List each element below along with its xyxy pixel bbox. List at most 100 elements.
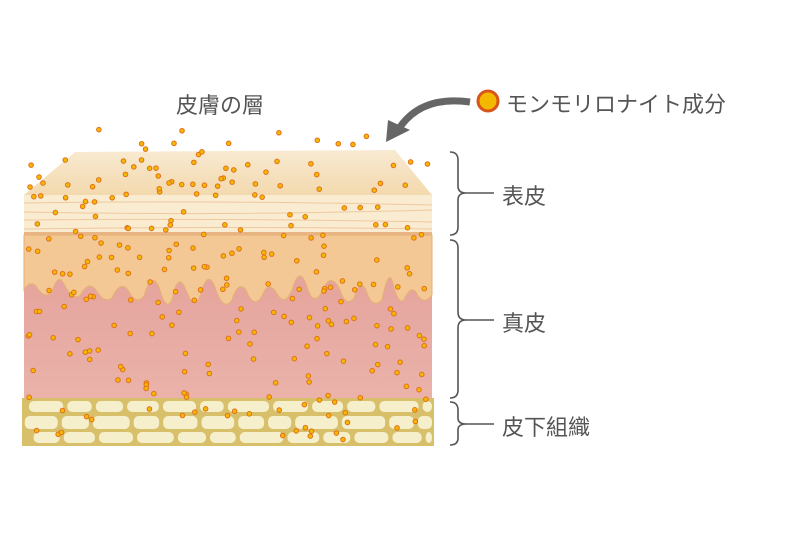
- particle: [26, 394, 32, 401]
- particle: [30, 367, 36, 374]
- fat-cell: [354, 432, 389, 443]
- particle: [62, 157, 69, 163]
- particle: [25, 246, 32, 252]
- fat-cell: [28, 401, 64, 412]
- particle: [75, 336, 81, 343]
- particle: [306, 379, 312, 385]
- particle: [342, 409, 349, 416]
- fat-cell: [227, 401, 270, 412]
- particle: [411, 235, 417, 241]
- particle: [115, 377, 121, 383]
- particle: [265, 281, 271, 287]
- particle: [412, 418, 419, 425]
- label-subcutaneous: 皮下組織: [502, 416, 591, 441]
- fat-cell: [268, 416, 292, 429]
- particle: [296, 286, 302, 293]
- particle: [288, 222, 294, 229]
- particle: [183, 394, 190, 400]
- particle: [387, 306, 394, 312]
- particle: [36, 174, 42, 180]
- brace-dermis: [449, 239, 467, 399]
- particle: [146, 165, 153, 172]
- particle: [79, 203, 86, 210]
- particle: [83, 296, 90, 303]
- particle: [206, 370, 213, 377]
- legend-marker-icon: [476, 89, 500, 113]
- particle: [122, 171, 129, 178]
- particle: [225, 140, 232, 147]
- particle: [89, 183, 96, 190]
- particle: [125, 377, 132, 384]
- epidermis-basal-layer: [23, 234, 433, 305]
- particle: [237, 227, 244, 233]
- particle: [72, 228, 79, 235]
- legend-label: モンモリロナイト成分: [506, 93, 727, 118]
- particle: [108, 254, 115, 261]
- particle: [230, 167, 237, 173]
- particle: [370, 281, 377, 288]
- particle: [339, 278, 346, 284]
- particle: [220, 286, 226, 293]
- particle: [82, 198, 89, 205]
- particle: [424, 161, 431, 167]
- particle: [314, 137, 321, 144]
- particle: [263, 169, 269, 175]
- fat-cell: [67, 401, 92, 412]
- fat-cell: [425, 432, 432, 443]
- particle: [421, 336, 427, 342]
- particle: [77, 233, 84, 240]
- particle: [181, 390, 187, 396]
- fat-cell: [177, 432, 207, 443]
- particle: [394, 369, 400, 376]
- fat-cell: [287, 432, 320, 443]
- particle: [125, 225, 132, 232]
- particle: [302, 424, 309, 431]
- particle: [314, 323, 321, 329]
- particle: [181, 368, 188, 375]
- particle: [84, 258, 91, 265]
- brace-subcutaneous: [449, 401, 467, 446]
- particle: [138, 140, 145, 147]
- fat-cell: [295, 416, 338, 429]
- particle: [301, 401, 308, 408]
- particle: [274, 158, 280, 165]
- particle: [357, 394, 364, 401]
- particle: [166, 180, 172, 186]
- particle: [92, 234, 98, 241]
- particle: [214, 183, 221, 189]
- particle: [404, 224, 411, 231]
- particle: [372, 341, 379, 348]
- particle: [71, 289, 77, 296]
- particle: [225, 335, 232, 342]
- particle: [325, 392, 331, 399]
- particle: [127, 330, 133, 337]
- diagram-title: 皮膚の層: [176, 94, 265, 119]
- particle: [404, 325, 411, 331]
- particle: [252, 192, 258, 198]
- particle: [109, 194, 116, 201]
- particle: [322, 305, 329, 312]
- particle: [308, 160, 314, 167]
- particle: [179, 412, 186, 419]
- particle: [191, 159, 197, 166]
- particle: [302, 214, 309, 220]
- fat-cell: [127, 401, 159, 412]
- particle: [266, 394, 273, 400]
- particle: [308, 428, 315, 434]
- particle: [88, 416, 95, 423]
- particle: [61, 303, 67, 310]
- particle: [384, 343, 391, 350]
- particle: [86, 356, 93, 363]
- particle: [82, 349, 89, 356]
- particle: [231, 408, 238, 414]
- particle: [161, 266, 168, 273]
- particle: [350, 141, 356, 148]
- particle: [374, 257, 380, 263]
- fat-cell: [137, 432, 174, 443]
- particle: [205, 361, 212, 368]
- particle: [199, 149, 205, 155]
- particle: [321, 288, 327, 294]
- fat-cell: [98, 432, 134, 443]
- particle: [212, 192, 219, 199]
- particle: [279, 432, 286, 439]
